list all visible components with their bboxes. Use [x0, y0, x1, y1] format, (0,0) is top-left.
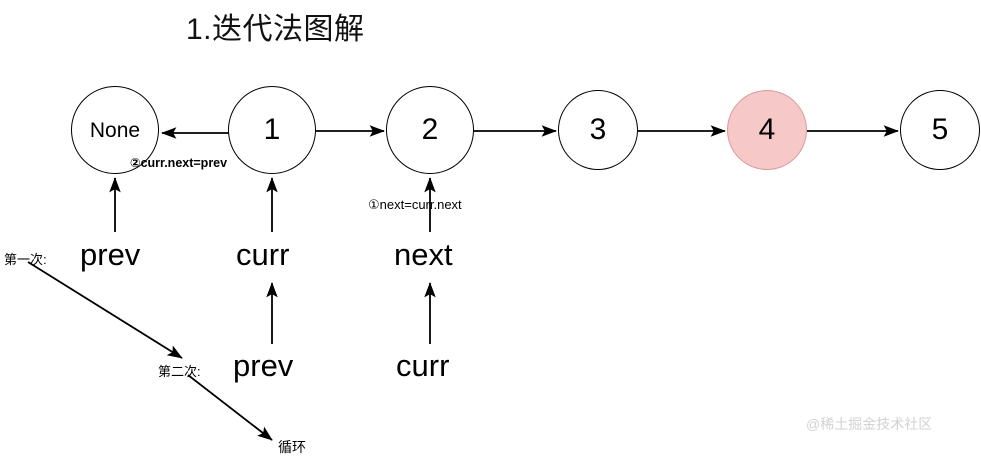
loop-label: 循环	[278, 439, 306, 455]
watermark: @稀土掘金技术社区	[806, 416, 933, 432]
node-value: 3	[589, 113, 607, 146]
list-node-none: None	[71, 86, 159, 174]
pointer-label-prev-second-pass: prev	[233, 348, 294, 383]
node-value: 4	[758, 113, 776, 146]
pointer-label-prev-first-pass: prev	[80, 237, 141, 272]
list-node-4: 4	[727, 90, 807, 170]
flow-arrow-group	[161, 125, 899, 139]
pointer-label-curr-second-pass: curr	[396, 348, 450, 383]
sequence-label-first-pass: 第一次:	[4, 252, 47, 267]
list-node-1: 1	[228, 86, 316, 174]
pointer-arrow-group	[109, 177, 436, 344]
list-node-2: 2	[386, 86, 474, 174]
first-to-second-pass	[27, 261, 183, 359]
node-value: 1	[263, 113, 281, 146]
annotation-step-1: ①next=curr.next	[368, 197, 462, 212]
node-value: None	[89, 118, 141, 142]
pointer-label-curr-first-pass: curr	[236, 237, 290, 272]
page-title: 1.迭代法图解	[186, 13, 365, 46]
second-pass-to-loop	[187, 374, 273, 441]
list-node-3: 3	[558, 90, 638, 170]
sequence-label-second-pass: 第二次:	[158, 364, 201, 379]
pointer-label-next-first-pass: next	[394, 237, 453, 272]
node-value: 2	[421, 113, 439, 146]
annotation-step-2: ②curr.next=prev	[130, 156, 228, 170]
list-node-5: 5	[900, 90, 980, 170]
diagonal-arrow-group	[27, 261, 273, 441]
node-value: 5	[931, 113, 949, 146]
